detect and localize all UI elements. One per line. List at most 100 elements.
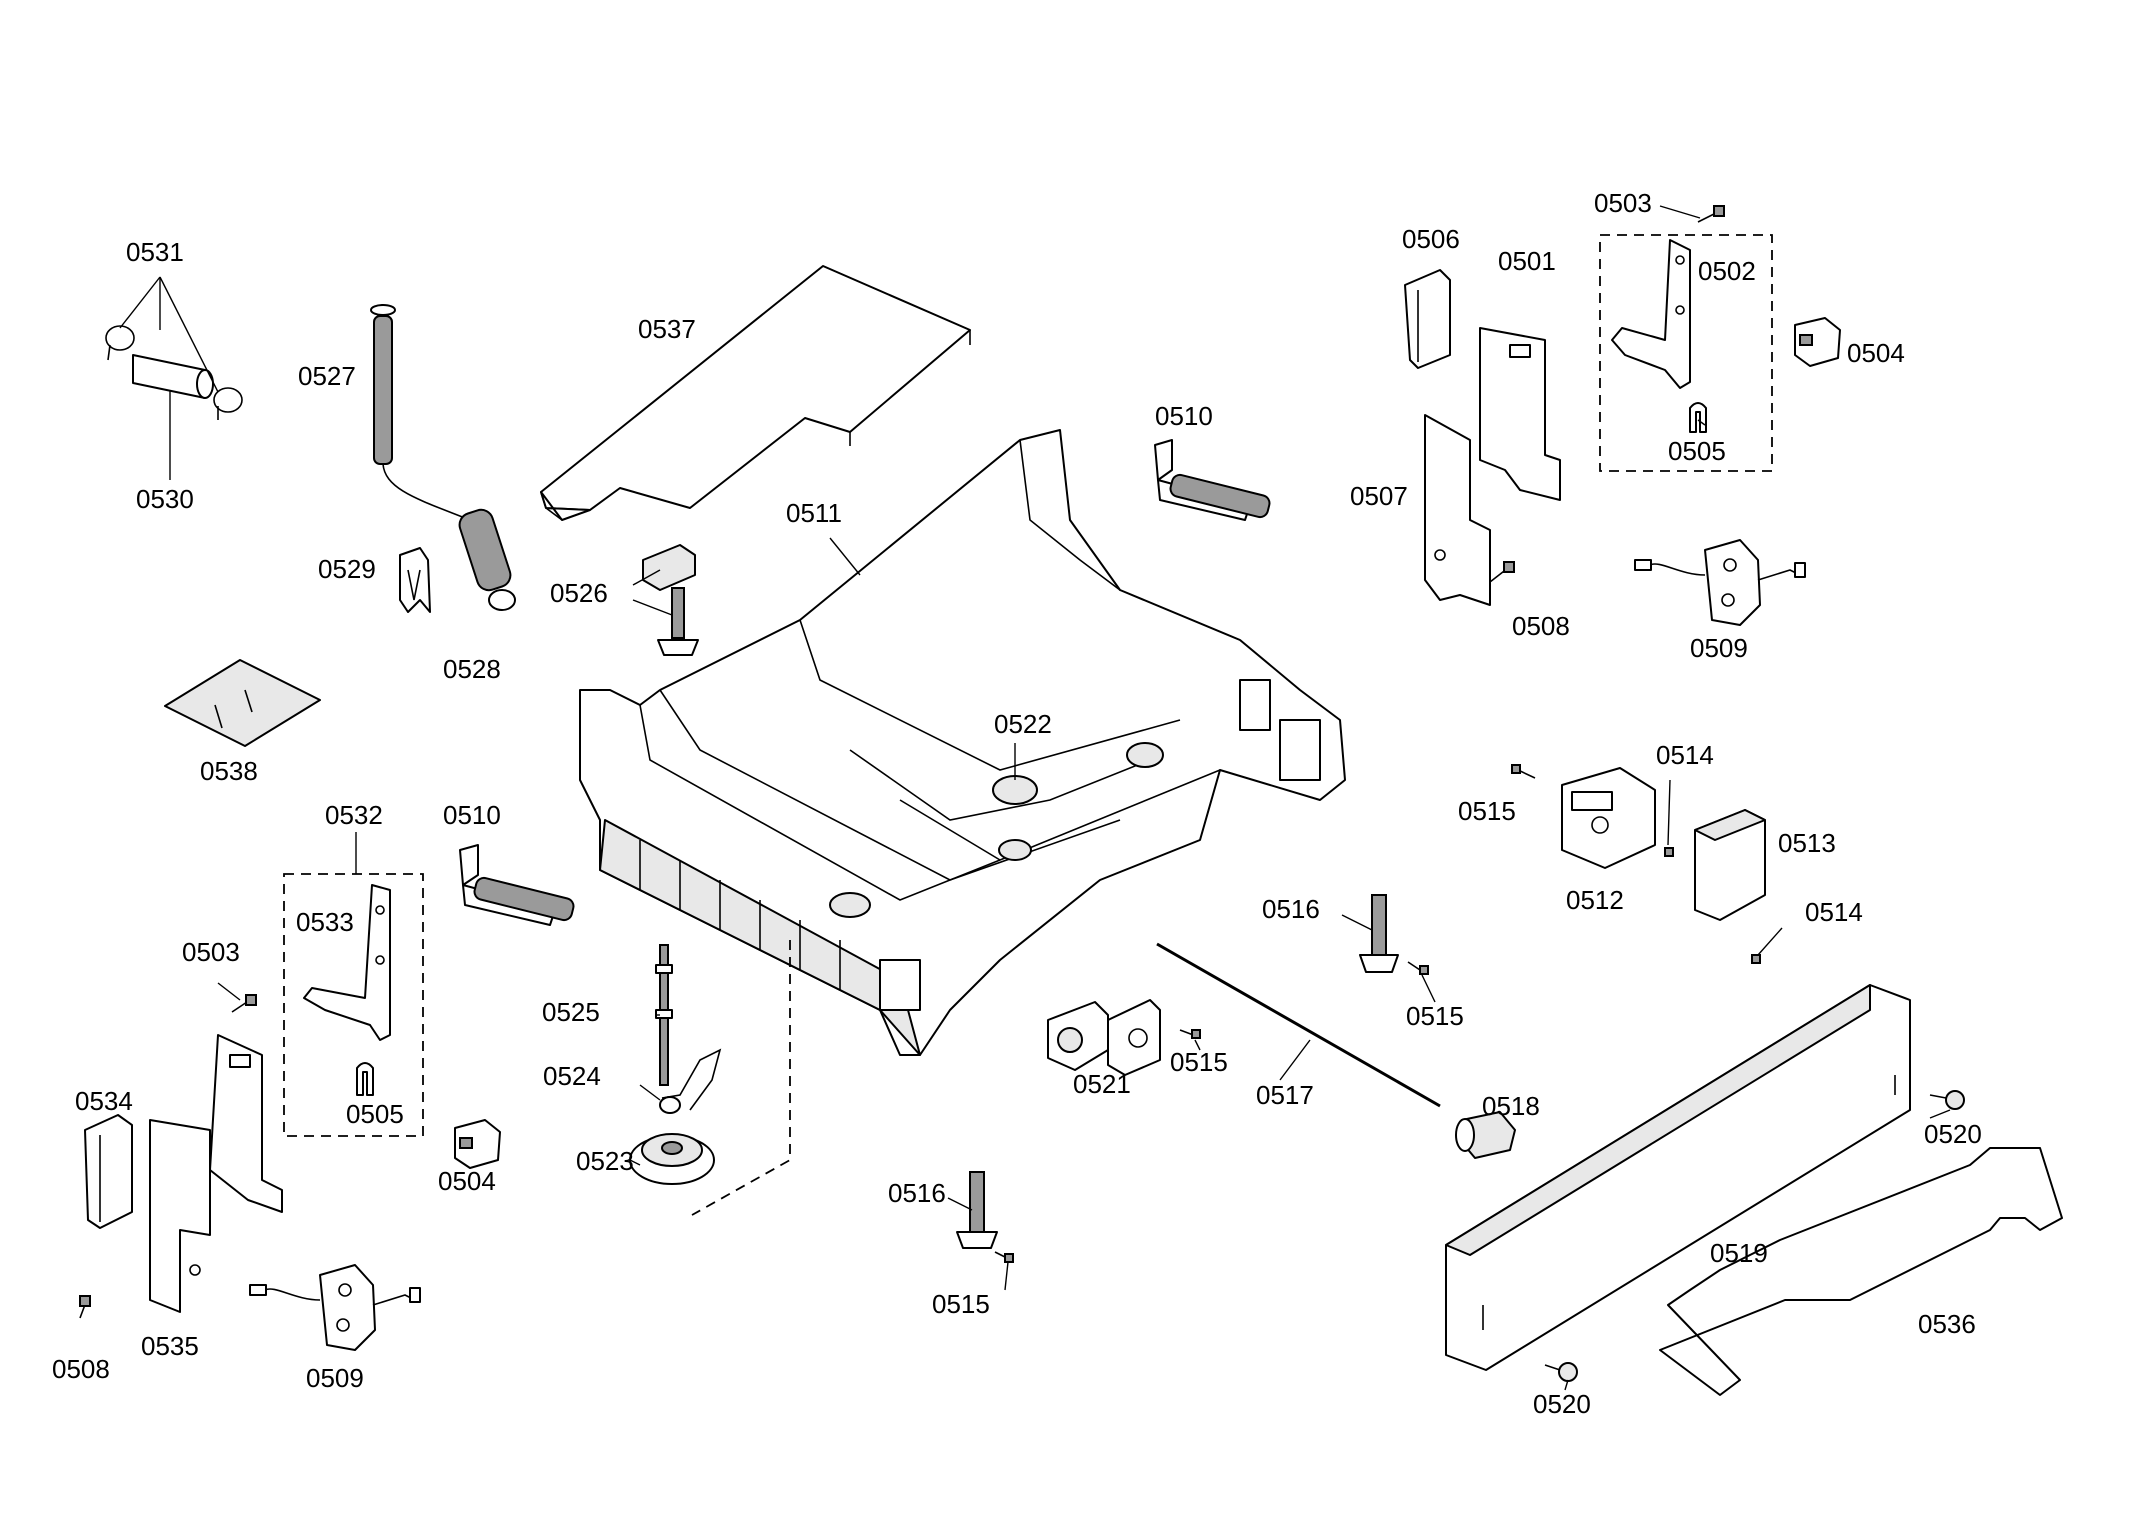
part-0516-leveling-foot-bottom xyxy=(956,1171,998,1249)
part-0535-hinge-bracket-left xyxy=(149,1034,283,1313)
part-0531-hose-clamps xyxy=(105,325,243,420)
part-0501-hinge-bracket xyxy=(1479,327,1561,501)
label-0502: 0502 xyxy=(1698,256,1756,286)
label-0532: 0532 xyxy=(325,800,383,830)
leader-lines xyxy=(217,205,1951,1391)
label-0530: 0530 xyxy=(136,484,194,514)
label-0535: 0535 xyxy=(141,1331,199,1361)
part-0502-hinge-plate xyxy=(1611,239,1691,389)
label-0515-d: 0515 xyxy=(932,1289,990,1319)
part-0519-kick-plate xyxy=(1445,984,1911,1371)
label-0529: 0529 xyxy=(318,554,376,584)
part-0504-block-top xyxy=(1794,317,1841,367)
label-0526: 0526 xyxy=(550,578,608,608)
label-0515-c: 0515 xyxy=(1170,1047,1228,1077)
label-0504-top: 0504 xyxy=(1847,338,1905,368)
label-0514-b: 0514 xyxy=(1805,897,1863,927)
part-0508-screw-right xyxy=(1489,561,1515,583)
part-0515-screw-control xyxy=(1511,764,1536,779)
part-0515-screw-valve xyxy=(1179,1029,1201,1039)
part-0533-hinge-plate xyxy=(303,884,391,1041)
part-0504-block-left xyxy=(454,1119,501,1169)
part-0503-screw-left xyxy=(231,994,257,1013)
part-0505-clip-left xyxy=(356,1062,374,1096)
label-0533: 0533 xyxy=(296,907,354,937)
part-0526-foot-cap xyxy=(642,544,699,656)
part-0505-clip-top xyxy=(1689,402,1707,433)
part-0520-screw-bottom xyxy=(1544,1362,1578,1382)
part-0514-screws xyxy=(1664,847,1761,964)
part-0538-screw-bag xyxy=(164,659,321,747)
assembly-group-top-right xyxy=(1599,234,1773,472)
label-0518: 0518 xyxy=(1482,1091,1540,1121)
part-0503-screw-top xyxy=(1697,205,1725,223)
assembly-group-left xyxy=(283,873,424,1137)
part-0506-cover-cap xyxy=(1404,269,1451,369)
label-0520-a: 0520 xyxy=(1924,1119,1982,1149)
part-0512-control-housing xyxy=(1561,767,1656,869)
label-0508-left: 0508 xyxy=(52,1354,110,1384)
label-0528: 0528 xyxy=(443,654,501,684)
part-0520-screw-right xyxy=(1929,1090,1965,1110)
label-0519: 0519 xyxy=(1710,1238,1768,1268)
part-0537-cover-plate xyxy=(540,265,971,521)
part-0510-door-spring-top xyxy=(1154,439,1271,521)
label-0509-left: 0509 xyxy=(306,1363,364,1393)
part-0534-cover-cap-left xyxy=(84,1114,133,1229)
part-0521-inlet-valve xyxy=(1047,999,1161,1076)
label-0505-left: 0505 xyxy=(346,1099,404,1129)
part-0509-hinge-arm-right xyxy=(1634,539,1806,626)
label-0515-a: 0515 xyxy=(1458,796,1516,826)
label-0531: 0531 xyxy=(126,237,184,267)
part-0530-hose-tube xyxy=(132,354,214,399)
label-0503-left: 0503 xyxy=(182,937,240,967)
label-0523: 0523 xyxy=(576,1146,634,1176)
label-0510-left: 0510 xyxy=(443,800,501,830)
label-0534: 0534 xyxy=(75,1086,133,1116)
label-0515-b: 0515 xyxy=(1406,1001,1464,1031)
label-0527: 0527 xyxy=(298,361,356,391)
label-0508-right: 0508 xyxy=(1512,611,1570,641)
part-0517-connecting-rod xyxy=(1156,942,1441,1108)
label-0521: 0521 xyxy=(1073,1069,1131,1099)
label-0537: 0537 xyxy=(638,314,696,344)
part-0510-door-spring-left xyxy=(459,844,575,926)
assembly-leader-0523 xyxy=(691,940,791,1216)
label-0522: 0522 xyxy=(994,709,1052,739)
label-0504-left: 0504 xyxy=(438,1166,496,1196)
part-0507-side-plate xyxy=(1424,414,1491,606)
part-0524-pump-arm xyxy=(659,1048,722,1114)
label-0538: 0538 xyxy=(200,756,258,786)
part-0509-hinge-arm-left xyxy=(249,1264,421,1351)
label-0520-b: 0520 xyxy=(1533,1389,1591,1419)
label-0514-a: 0514 xyxy=(1656,740,1714,770)
label-0512: 0512 xyxy=(1566,885,1624,915)
part-0508-screw-left xyxy=(79,1295,91,1319)
part-0511-base-tub xyxy=(579,429,1346,1056)
part-labels: 0501 0502 0503 0504 0505 0506 0507 0508 … xyxy=(52,188,1982,1419)
label-0503-top: 0503 xyxy=(1594,188,1652,218)
label-0511: 0511 xyxy=(786,498,842,528)
label-0524: 0524 xyxy=(543,1061,601,1091)
label-0516-a: 0516 xyxy=(1262,894,1320,924)
label-0513: 0513 xyxy=(1778,828,1836,858)
label-0525: 0525 xyxy=(542,997,600,1027)
part-0518-connector xyxy=(1455,1111,1516,1159)
part-0523-pump-wheel xyxy=(629,1133,715,1185)
label-0536: 0536 xyxy=(1918,1309,1976,1339)
label-0507: 0507 xyxy=(1350,481,1408,511)
label-0517: 0517 xyxy=(1256,1080,1314,1110)
label-0510-top: 0510 xyxy=(1155,401,1213,431)
part-0536-toe-strip xyxy=(1659,1147,2063,1396)
label-0501: 0501 xyxy=(1498,246,1556,276)
part-0529-hose-clip xyxy=(399,547,431,613)
part-0515-screw-foot-bottom xyxy=(994,1251,1014,1263)
label-0505-top: 0505 xyxy=(1668,436,1726,466)
part-0516-leveling-foot-right xyxy=(1359,894,1399,973)
label-0516-b: 0516 xyxy=(888,1178,946,1208)
part-0515-screw-foot-right xyxy=(1407,961,1429,975)
label-0509-right: 0509 xyxy=(1690,633,1748,663)
part-0527-drain-hose xyxy=(370,304,516,611)
label-0506: 0506 xyxy=(1402,224,1460,254)
